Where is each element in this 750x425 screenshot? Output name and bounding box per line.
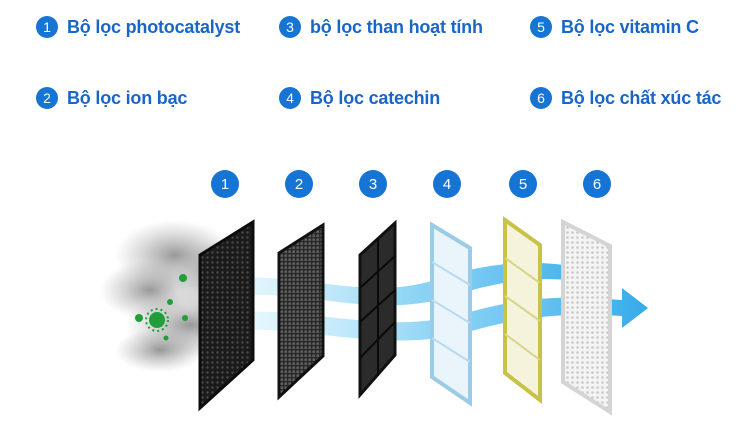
- legend-item-catechin: 4 Bộ lọc catechin: [279, 86, 440, 110]
- legend-item-silver-ion: 2 Bộ lọc ion bạc: [36, 86, 187, 110]
- stage-badge-2: 2: [285, 170, 313, 198]
- legend-label: Bộ lọc vitamin C: [561, 16, 699, 37]
- legend-label: Bộ lọc ion bạc: [67, 87, 188, 108]
- stage-badge-6: 6: [583, 170, 611, 198]
- virus-icon: [135, 274, 188, 341]
- filter-layer-catalyst: [561, 218, 612, 416]
- filter-layers-diagram: 1 2 3 4 5 6: [0, 150, 750, 425]
- legend-item-catalyst: 6 Bộ lọc chất xúc tác: [530, 86, 721, 110]
- legend-item-activated-carbon: 3 bộ lọc than hoạt tính: [279, 15, 483, 39]
- filter-illustration: [100, 216, 648, 416]
- number-badge-icon: 4: [279, 87, 301, 109]
- legend-label: bộ lọc than hoạt tính: [310, 16, 483, 37]
- number-badge-icon: 2: [36, 87, 58, 109]
- filter-legend: 1 Bộ lọc photocatalyst 2 Bộ lọc ion bạc …: [0, 0, 750, 130]
- stage-badge-4: 4: [433, 170, 461, 198]
- stage-badge-1: 1: [211, 170, 239, 198]
- number-badge-icon: 1: [36, 16, 58, 38]
- legend-label: Bộ lọc photocatalyst: [67, 16, 241, 37]
- legend-label: Bộ lọc catechin: [310, 87, 441, 108]
- legend-label: Bộ lọc chất xúc tác: [561, 87, 722, 108]
- number-badge-icon: 5: [530, 16, 552, 38]
- filter-layer-photocatalyst: [198, 219, 255, 412]
- stage-badge-5: 5: [509, 170, 537, 198]
- filter-layer-activated-carbon: [358, 219, 397, 399]
- number-badge-icon: 3: [279, 16, 301, 38]
- filter-layer-silver-ion: [277, 222, 325, 401]
- legend-item-photocatalyst: 1 Bộ lọc photocatalyst: [36, 15, 240, 39]
- number-badge-icon: 6: [530, 87, 552, 109]
- filter-layer-vitamin-c: [503, 216, 542, 405]
- stage-badge-3: 3: [359, 170, 387, 198]
- legend-item-vitamin-c: 5 Bộ lọc vitamin C: [530, 15, 699, 39]
- filter-layer-catechin: [430, 221, 472, 407]
